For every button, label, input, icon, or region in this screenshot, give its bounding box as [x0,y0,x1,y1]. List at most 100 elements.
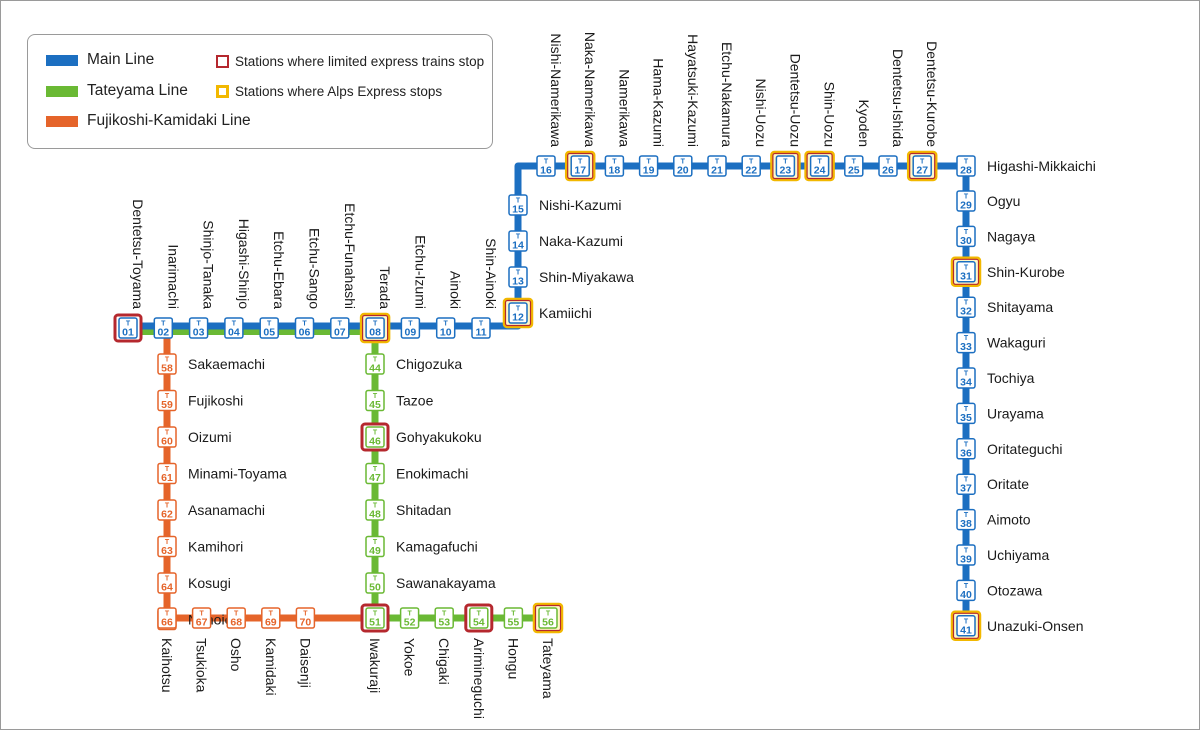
station-name: Aimoto [987,512,1031,528]
station-number-box [157,535,177,558]
station-prefix: T [964,264,969,271]
station-prefix: T [511,611,516,618]
station-number-box [775,155,796,177]
station-name: Shin-Kurobe [987,264,1065,280]
station-number: 17 [574,165,586,177]
station-number-box [809,155,830,177]
station-number-box [157,607,177,629]
station-number: 20 [677,165,689,177]
station-prefix: T [546,611,551,618]
legend-alps-express: Stations where Alps Express stops [216,84,442,99]
station-number: 35 [960,412,972,424]
station-number: 36 [960,447,972,459]
station-name: Kaihotsu [159,638,175,692]
station-number-box [295,607,316,629]
station-number: 09 [405,327,417,339]
station-name: Higashi-Shinjo [236,219,252,309]
legend-fujikoshi-line: Fujikoshi-Kamidaki Line [46,112,251,130]
station-name: Ariminеguchi [471,638,487,719]
station-prefix: T [373,611,378,618]
station-number: 24 [814,165,826,177]
station-name: Terada [377,266,393,309]
limited-express-inner-marker [362,314,389,342]
station-prefix: T [516,198,521,205]
station-number: 37 [960,483,972,495]
station-name: Etchu-Funahashi [342,203,358,309]
station-number-box [508,266,528,288]
station-number-box [157,426,177,448]
station-number: 01 [122,327,134,339]
station-name: Asanamachi [188,502,265,518]
station-prefix: T [267,321,272,328]
station-name: Tazoe [396,393,434,409]
station-number: 40 [960,589,972,601]
